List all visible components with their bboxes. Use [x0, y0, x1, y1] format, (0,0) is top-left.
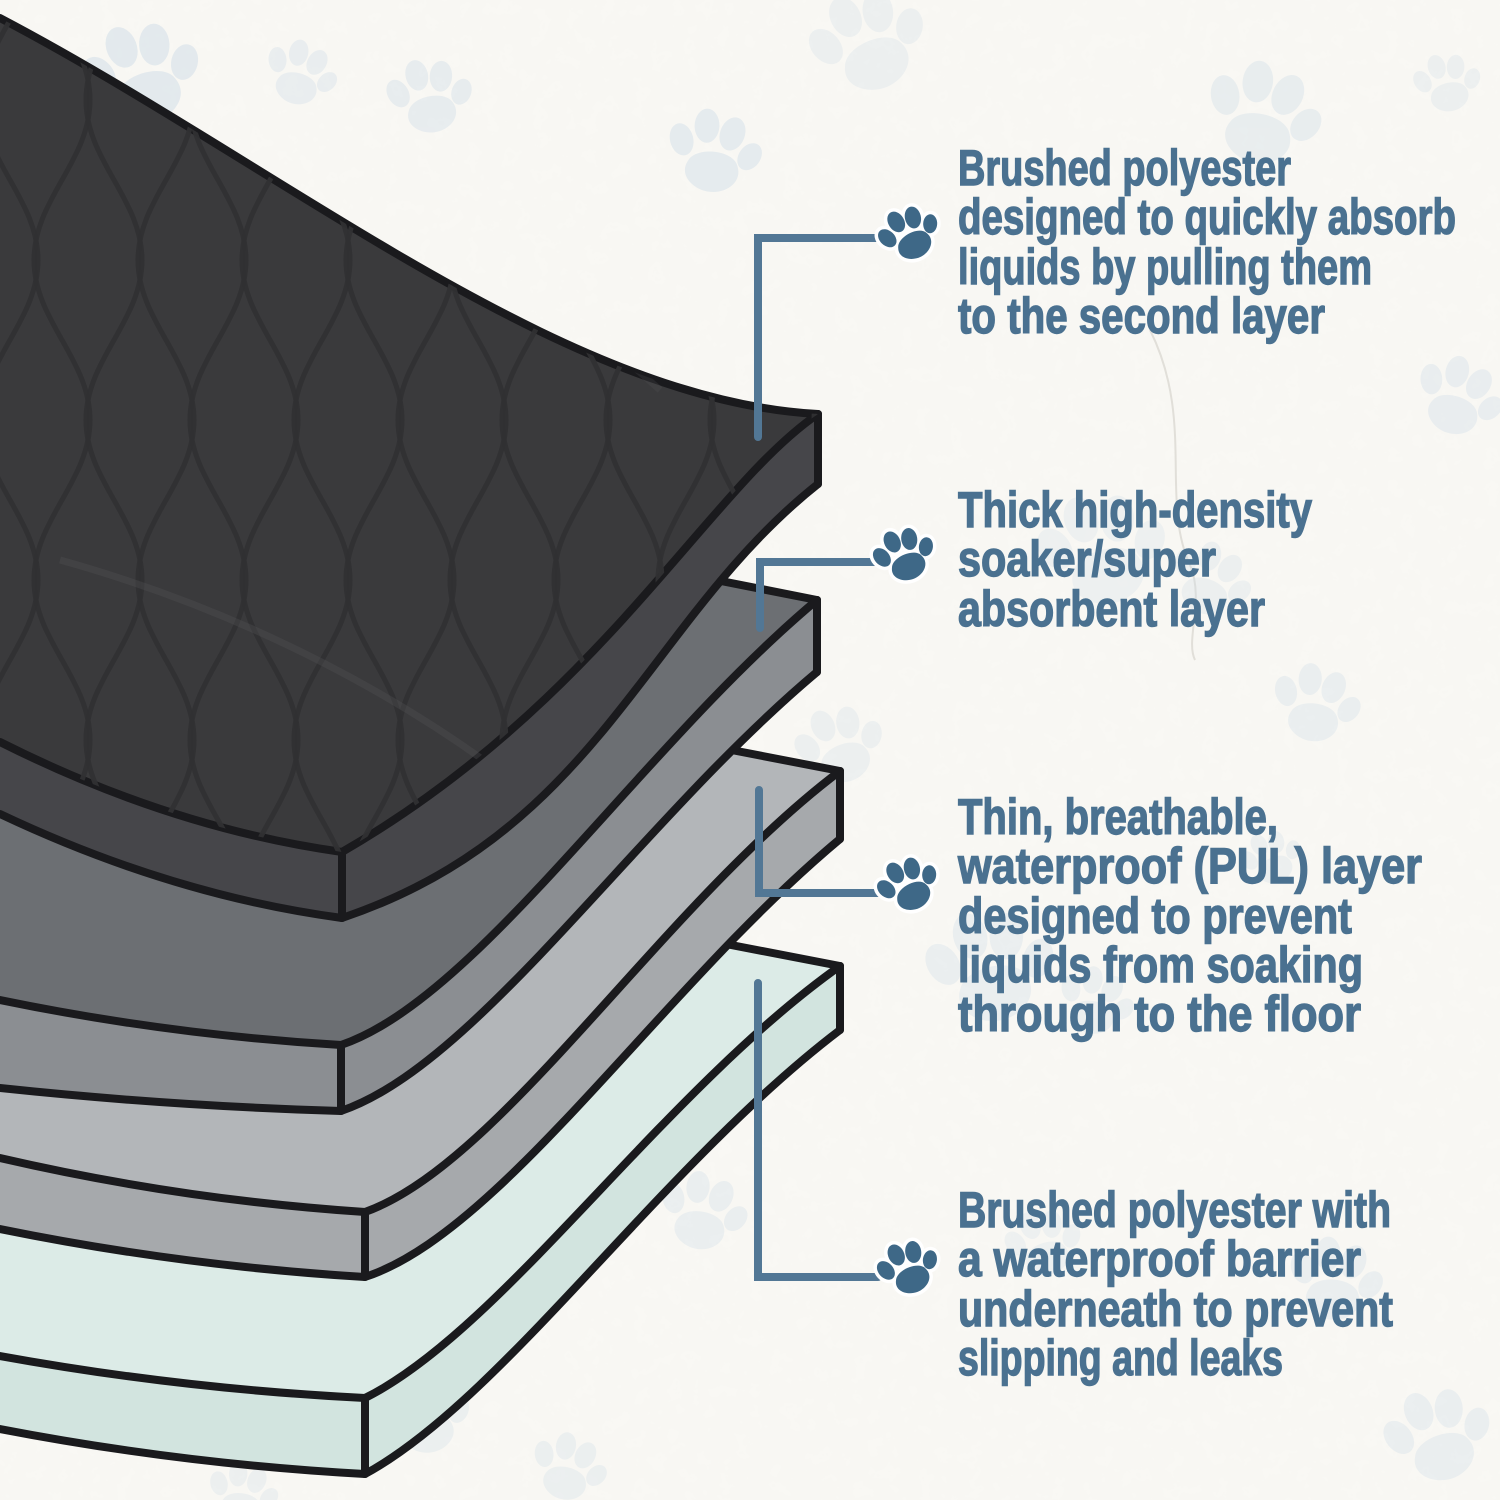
svg-text:Brushed polyester with: Brushed polyester with — [958, 1182, 1391, 1238]
svg-text:through to the floor: through to the floor — [958, 986, 1361, 1042]
svg-text:liquids from soaking: liquids from soaking — [958, 937, 1363, 993]
svg-text:designed to prevent: designed to prevent — [958, 888, 1352, 944]
svg-text:soaker/super: soaker/super — [958, 531, 1216, 587]
svg-text:liquids by pulling them: liquids by pulling them — [958, 239, 1372, 295]
svg-text:designed to quickly absorb: designed to quickly absorb — [958, 189, 1456, 245]
svg-text:a waterproof barrier: a waterproof barrier — [958, 1231, 1361, 1287]
svg-text:waterproof (PUL) layer: waterproof (PUL) layer — [957, 838, 1422, 894]
svg-text:Thin, breathable,: Thin, breathable, — [958, 789, 1278, 845]
svg-text:absorbent layer: absorbent layer — [958, 581, 1265, 637]
svg-text:Brushed polyester: Brushed polyester — [958, 140, 1291, 196]
svg-text:slipping and leaks: slipping and leaks — [958, 1330, 1283, 1386]
svg-text:to the second layer: to the second layer — [958, 288, 1325, 344]
svg-text:Thick high-density: Thick high-density — [958, 482, 1312, 538]
svg-text:underneath to prevent: underneath to prevent — [958, 1281, 1393, 1337]
